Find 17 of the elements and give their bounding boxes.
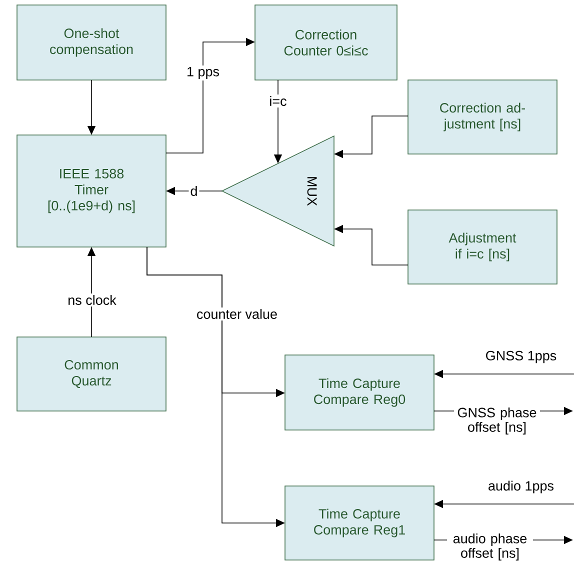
edge-label: d	[188, 184, 200, 198]
process-box: Time Capture Compare Reg1	[284, 486, 434, 560]
process-box: Correction ad-justment [ns]	[408, 80, 558, 154]
process-box: Adjustment if i=c [ns]	[408, 210, 558, 284]
process-box: Time Capture Compare Reg0	[284, 354, 434, 430]
process-box: IEEE 1588 Timer [0..(1e9+d) ns]	[16, 134, 166, 248]
edge-label: ns clock	[66, 294, 118, 306]
edge-label: audio phase offset [ns]	[447, 532, 533, 562]
edge-label: i=c	[268, 94, 288, 108]
edge-label: 1 pps	[185, 65, 222, 81]
process-box: Common Quartz	[16, 336, 166, 412]
process-box: One-shot compensation	[16, 4, 166, 80]
process-box: Correction Counter 0≤i≤c	[254, 4, 398, 80]
edge-label: audio 1pps	[486, 479, 556, 495]
edge-label: counter value	[194, 308, 280, 320]
edge-label: GNSS phase offset [ns]	[454, 406, 540, 436]
edge-label: GNSS 1pps	[484, 349, 558, 365]
